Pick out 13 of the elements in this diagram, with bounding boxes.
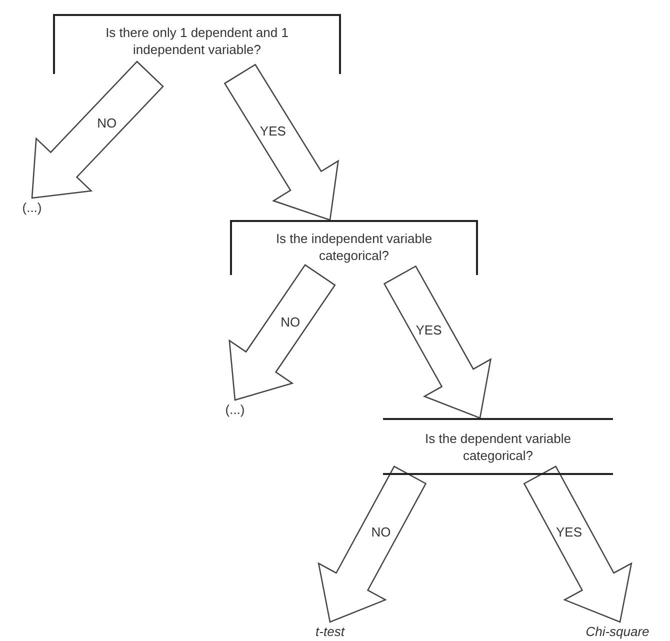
edge-label: NO bbox=[371, 524, 391, 540]
question-box: Is the dependent variable categorical? bbox=[383, 418, 613, 475]
edge-label: YES bbox=[416, 322, 442, 338]
edge-label: NO bbox=[97, 116, 117, 131]
result-text: (...) bbox=[215, 400, 255, 418]
result-text: Chi-square bbox=[575, 622, 660, 640]
edge-label: NO bbox=[280, 314, 300, 330]
edge-label: YES bbox=[556, 524, 582, 540]
question-box: Is the independent variable categorical? bbox=[230, 220, 478, 275]
question-box: Is there only 1 dependent and 1 independent variable? bbox=[53, 14, 341, 74]
result-text: (...) bbox=[12, 198, 52, 216]
edge-label: YES bbox=[260, 124, 286, 139]
result-text: t-test bbox=[300, 622, 360, 640]
